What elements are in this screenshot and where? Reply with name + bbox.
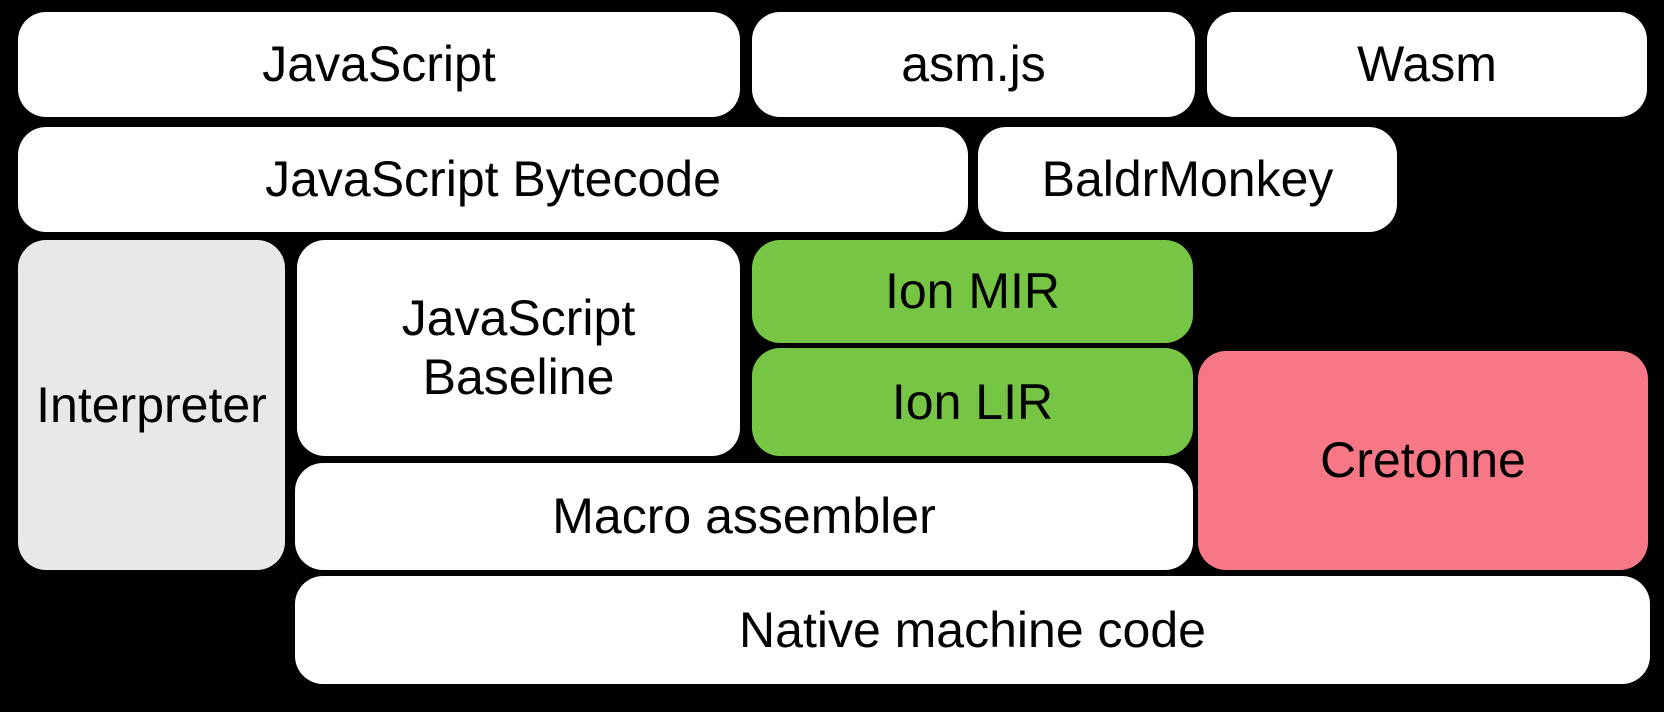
box-javascript: JavaScript xyxy=(18,12,740,117)
box-native-machine-code: Native machine code xyxy=(295,576,1650,684)
box-javascript-bytecode-label: JavaScript Bytecode xyxy=(265,151,721,207)
box-cretonne: Cretonne xyxy=(1198,351,1648,570)
box-asmjs: asm.js xyxy=(752,12,1195,117)
box-javascript-bytecode: JavaScript Bytecode xyxy=(18,127,968,232)
box-cretonne-label: Cretonne xyxy=(1320,432,1526,488)
box-wasm-label: Wasm xyxy=(1357,36,1497,92)
box-ion-mir: Ion MIR xyxy=(752,240,1193,343)
box-javascript-label: JavaScript xyxy=(262,36,496,92)
box-macro-assembler: Macro assembler xyxy=(295,463,1193,570)
box-ion-lir: Ion LIR xyxy=(752,348,1193,456)
box-baldrmonkey-label: BaldrMonkey xyxy=(1041,151,1334,207)
box-javascript-baseline-label: JavaScript Baseline xyxy=(401,290,636,405)
box-wasm: Wasm xyxy=(1207,12,1647,117)
box-baldrmonkey: BaldrMonkey xyxy=(978,127,1397,232)
box-ion-lir-label: Ion LIR xyxy=(891,373,1054,430)
box-interpreter-label: Interpreter xyxy=(36,376,267,433)
box-asmjs-label: asm.js xyxy=(901,36,1046,92)
box-ion-mir-label: Ion MIR xyxy=(884,263,1061,319)
box-macro-assembler-label: Macro assembler xyxy=(552,488,936,544)
box-javascript-baseline: JavaScript Baseline xyxy=(297,240,740,456)
box-interpreter: Interpreter xyxy=(18,240,285,570)
box-native-machine-code-label: Native machine code xyxy=(739,601,1206,658)
